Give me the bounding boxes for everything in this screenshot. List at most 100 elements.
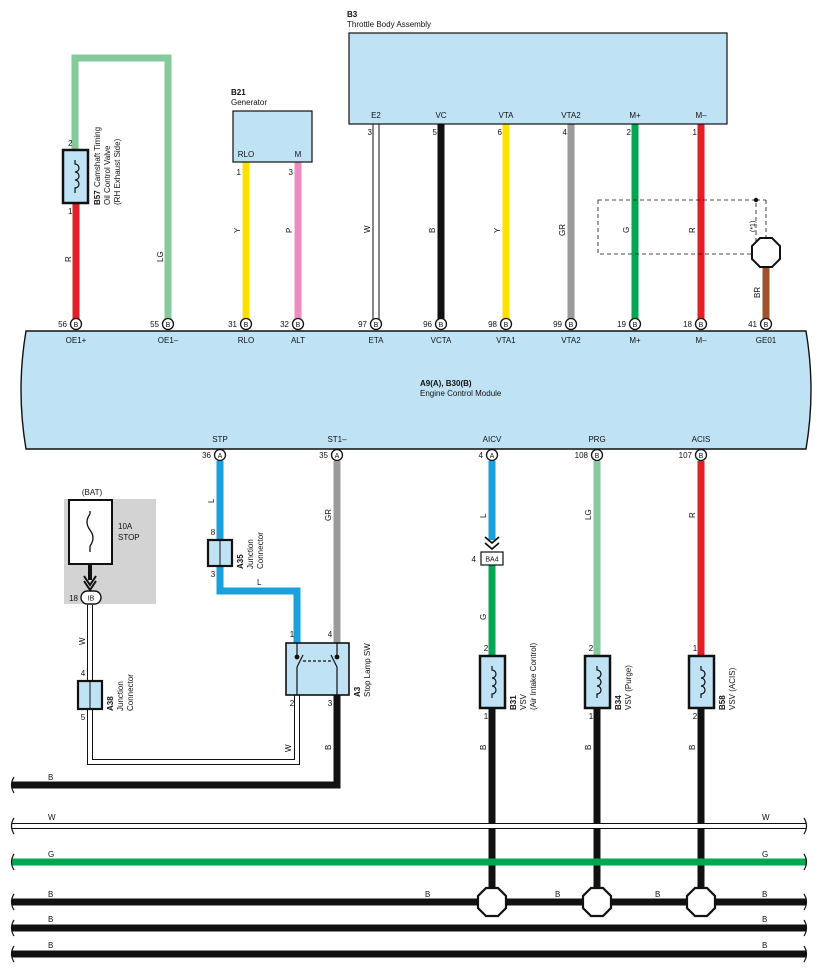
a3-pin4: 4 [328, 630, 333, 639]
wire-stp-l-2 [216, 566, 301, 643]
coil-icon [491, 666, 497, 698]
a38-pin-top: 4 [81, 669, 86, 678]
terminal-number: 4 [479, 451, 484, 460]
splice-icon [476, 886, 508, 918]
fuse-pin: 18 [69, 594, 78, 603]
terminal-label: PRG [588, 435, 605, 444]
terminal-pin [161, 317, 175, 331]
wire-label-g-mplus: G [622, 227, 631, 233]
throttle-pin-num-2: 2 [627, 128, 632, 137]
b34-pin-bottom: 1 [589, 712, 594, 721]
terminal-conn: A [335, 453, 340, 460]
terminal-number: 35 [319, 451, 328, 460]
vsv-b58-box [687, 654, 716, 710]
b31-code: B31 [509, 695, 518, 710]
ocv-pin-top: 2 [68, 139, 73, 148]
terminal-conn: B [699, 453, 704, 460]
throttle-pin-mminus: M– [695, 111, 707, 120]
bus-label-w-right: W [762, 813, 770, 822]
coil-icon [596, 666, 602, 698]
terminal-number: 56 [58, 320, 67, 329]
b31-name2: (Air Intake Control) [529, 643, 538, 710]
a35-name: Junction [246, 539, 255, 569]
wire-label-b-a3-down: B [324, 745, 333, 750]
ecm-top-terminals: B56OE1+B55OE1–B31RLOB32ALTB97ETAB96VCTAB… [58, 317, 777, 345]
terminal-conn: B [296, 322, 301, 329]
coil-icon [74, 160, 80, 193]
terminal-label: STP [212, 435, 228, 444]
b34-pin-top: 2 [589, 644, 594, 653]
terminal-pin [694, 448, 708, 462]
b58-code: B58 [718, 695, 727, 710]
wire-label-l-stp: L [207, 498, 216, 503]
bus-label-b2-left: B [48, 915, 53, 924]
ocv-pin-bottom: 1 [68, 207, 73, 216]
terminal-number: 41 [748, 320, 757, 329]
terminal-number: 31 [228, 320, 237, 329]
connector-arrow-icon [484, 536, 500, 551]
vsv-b31-box [478, 654, 507, 710]
throttle-pin-num-5: 5 [433, 128, 438, 137]
a35-pin-top: 8 [211, 528, 216, 537]
a38-code: A38 [106, 696, 115, 711]
wire-label-lg-ocv: LG [156, 251, 165, 262]
throttle-name: Throttle Body Assembly [347, 20, 431, 29]
terminal-label: GE01 [756, 336, 777, 345]
wire-label-w-fuse: W [78, 637, 87, 645]
throttle-code: B3 [347, 10, 358, 19]
terminal-label: VTA2 [561, 336, 581, 345]
terminal-label: M– [695, 336, 707, 345]
terminal-label: M+ [629, 336, 641, 345]
terminal-label: OE1– [158, 336, 179, 345]
wire-label-w-eta: W [363, 225, 372, 233]
b58-pin-top: 1 [693, 644, 698, 653]
vsv-b34-box [583, 654, 612, 710]
terminal-number: 107 [679, 451, 693, 460]
generator-pin-m: M [295, 150, 302, 159]
a3-name: Stop Lamp SW [363, 643, 372, 697]
ba4-label: BA4 [485, 557, 498, 564]
ba4-pin: 4 [472, 555, 477, 564]
throttle-note: (*1) [750, 221, 757, 232]
terminal-pin [759, 317, 773, 331]
b31-pin-top: 2 [484, 644, 489, 653]
bus-label-w-left: W [48, 813, 56, 822]
throttle-pin-num-6: 6 [498, 128, 503, 137]
wire-label-l-a35: L [257, 578, 262, 587]
ocv-name3: (RH Exhaust Side) [113, 138, 122, 205]
terminal-pin [564, 317, 578, 331]
ecm-box [20, 330, 812, 450]
terminal-pin [434, 317, 448, 331]
terminal-conn: A [218, 453, 223, 460]
generator-pin-rlo: RLO [238, 150, 254, 159]
bus-label-b3-right: B [762, 941, 767, 950]
throttle-pin-vc: VC [435, 111, 446, 120]
terminal-conn: B [504, 322, 509, 329]
terminal-pin [590, 448, 604, 462]
terminal-number: 96 [423, 320, 432, 329]
bus-label-b2-right: B [762, 915, 767, 924]
terminal-pin [499, 317, 513, 331]
fuse-name: STOP [118, 533, 140, 542]
ocv-code: B57 [93, 190, 102, 205]
shield-box [597, 199, 757, 255]
a38-pin-bottom: 5 [81, 713, 86, 722]
terminal-pin [694, 317, 708, 331]
terminal-label: AICV [483, 435, 502, 444]
terminal-pin [69, 317, 83, 331]
generator-pin-num-1: 1 [237, 168, 242, 177]
wire-a3-b [12, 695, 341, 789]
terminal-number: 108 [575, 451, 589, 460]
terminal-pin [485, 448, 499, 462]
terminal-conn: B [595, 453, 600, 460]
b34-code: B34 [614, 695, 623, 710]
bus-label-b1-mid2: B [555, 890, 560, 899]
coil-icon [700, 666, 706, 698]
splice-icon [685, 886, 717, 918]
terminal-number: 32 [280, 320, 289, 329]
wire-label-r-mminus: R [688, 227, 697, 233]
terminal-pin [330, 448, 344, 462]
ecm-name: Engine Control Module [420, 389, 502, 398]
wire-label-br-ge01: BR [753, 287, 762, 298]
